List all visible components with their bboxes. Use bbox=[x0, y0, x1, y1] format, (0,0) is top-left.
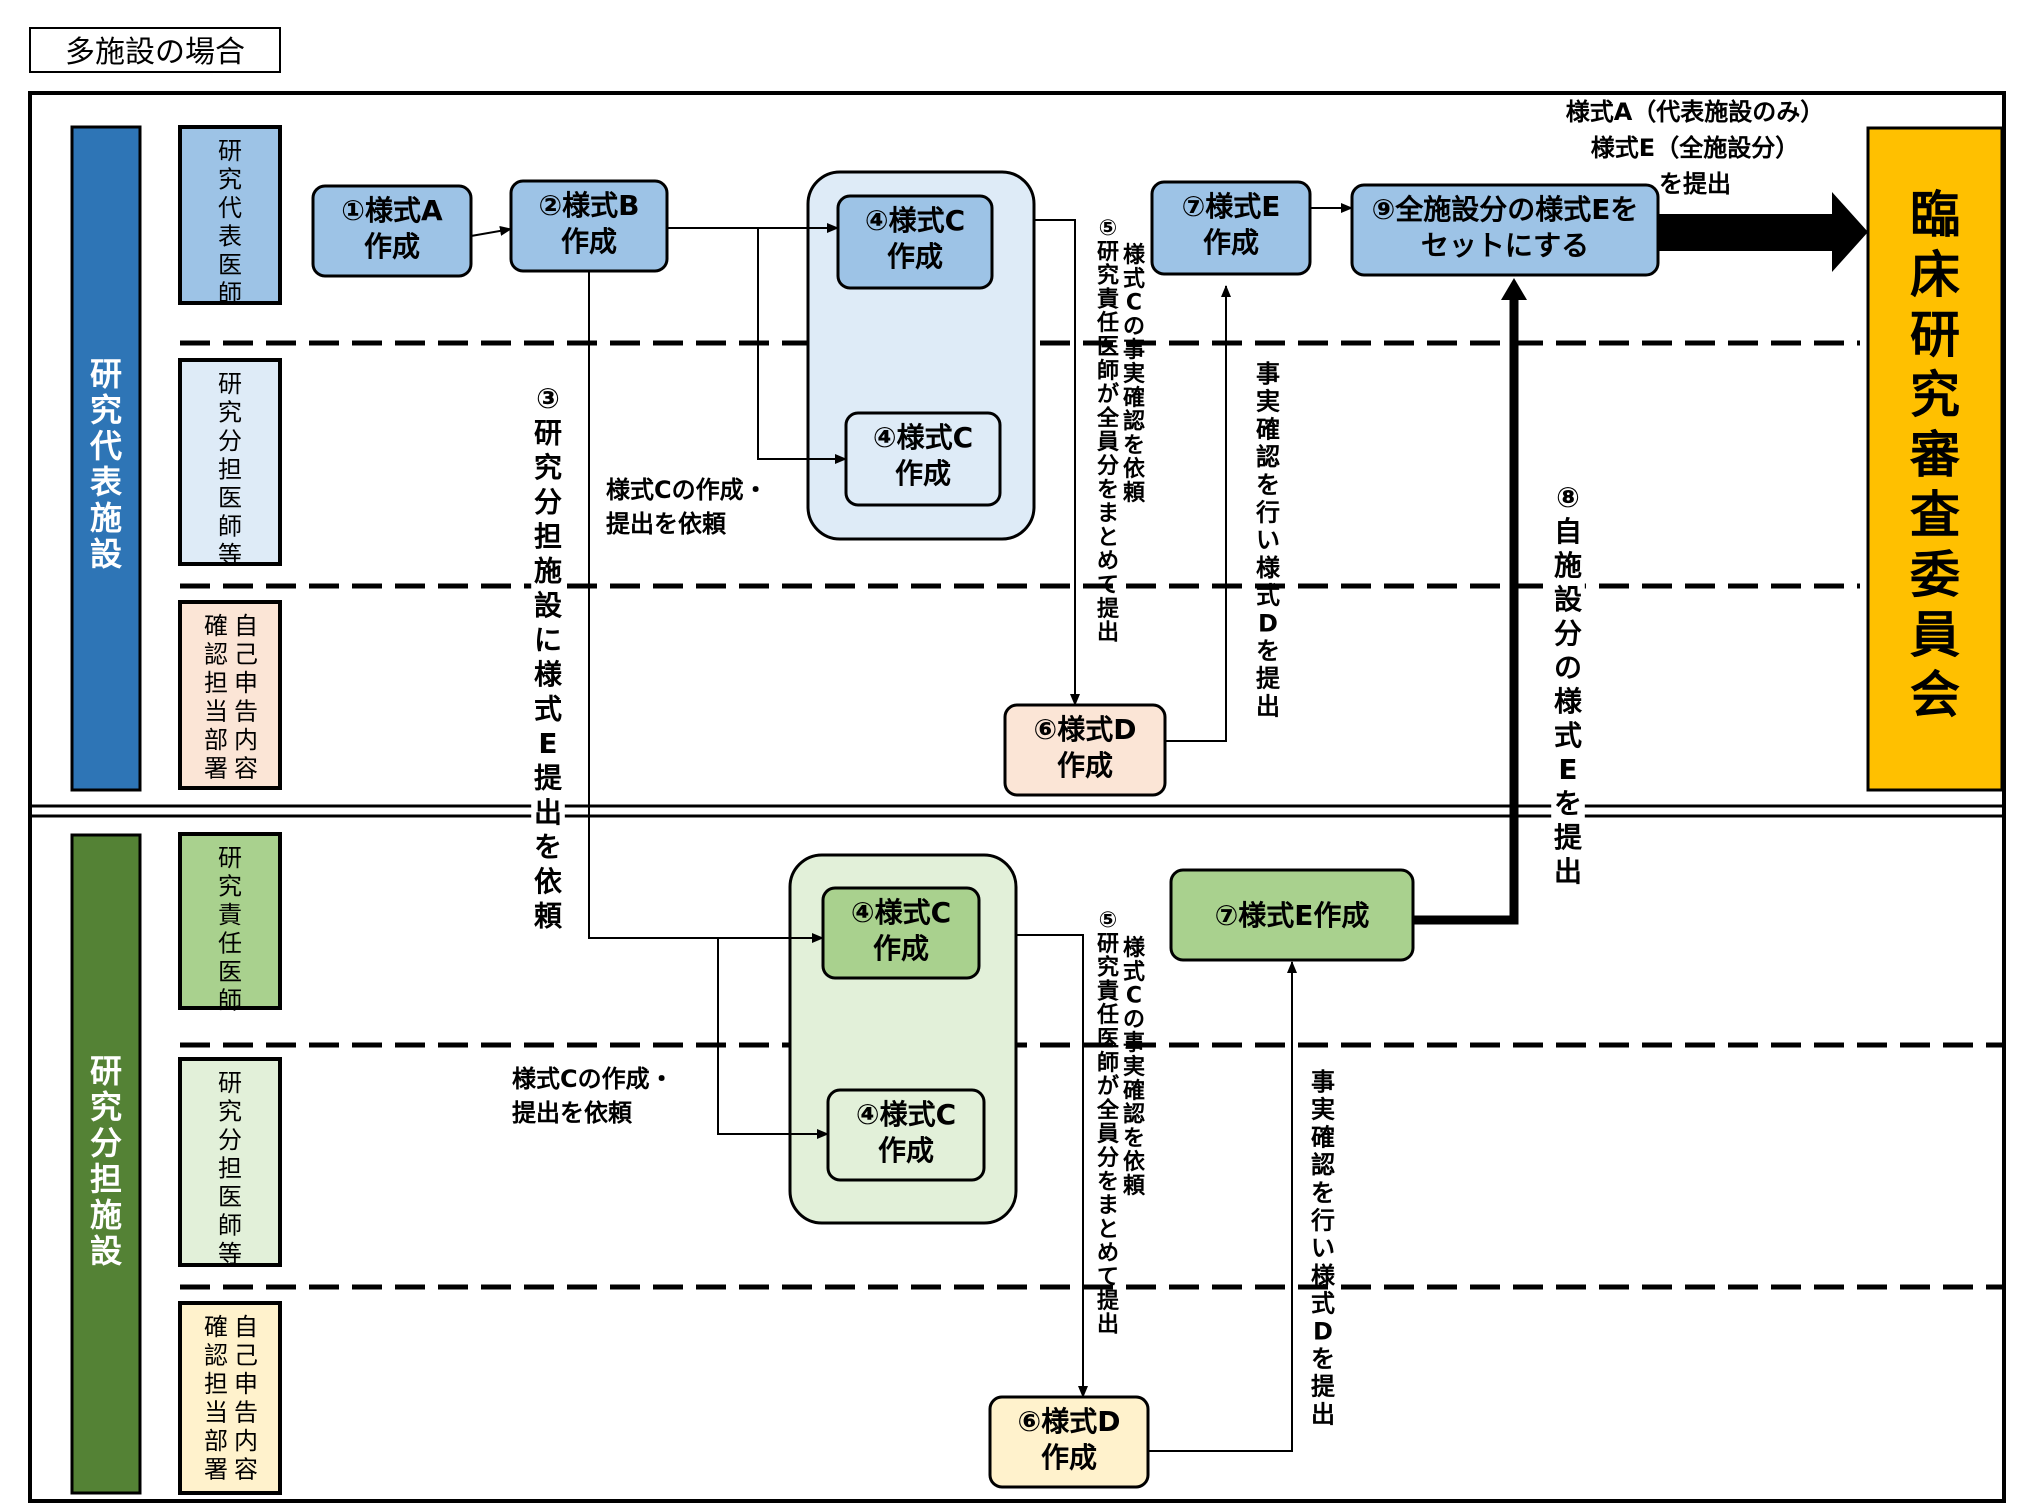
step-4-sub-form-c-b-label-line2: 作成 bbox=[878, 1134, 934, 1167]
submit-forms-note-line1: 様式A（代表施設のみ） bbox=[1566, 98, 1825, 126]
role-sub-sub-investigators bbox=[178, 1057, 282, 1267]
step-9-set-forms-e-label-line1: ⑨全施設分の様式Eを bbox=[1372, 193, 1639, 226]
step-4-lead-form-c-a-label-line1: ④様式C bbox=[865, 204, 965, 237]
committee-label-text: 臨床研究審査委員会 bbox=[1909, 186, 1961, 724]
annotations: 様式A（代表施設のみ）様式E（全施設分）を提出様式Cの作成・提出を依頼様式Cの作… bbox=[512, 98, 1824, 1428]
step-4-lead-form-c-a-label-line2: 作成 bbox=[887, 240, 943, 273]
role-sub-coi-office-text-col2: 確認担当部署 bbox=[204, 1313, 228, 1484]
role-lead-sub-investigators-text: 研究分担医師等 bbox=[218, 370, 242, 569]
sub-facility-label-text: 研究分担施設 bbox=[90, 1052, 122, 1270]
role-lead-coi-office-text-col2: 確認担当部署 bbox=[204, 612, 228, 783]
step-9-set-forms-e-label-line2: セットにする bbox=[1421, 229, 1589, 262]
step-4-sub-form-c-a-label-line2: 作成 bbox=[873, 932, 929, 965]
role-sub-coi-office-text-col1: 自己申告内容 bbox=[234, 1313, 258, 1484]
role-lead-coi-office-text-col1: 自己申告内容 bbox=[234, 612, 258, 783]
sub-facility-bar bbox=[70, 833, 142, 1495]
submit-forms-note-line2: 様式E（全施設分） bbox=[1591, 134, 1799, 162]
step-7-sub-form-e-label: ⑦様式E作成 bbox=[1215, 899, 1370, 932]
submit-arrow bbox=[1658, 192, 1868, 272]
step-2-form-b-label-line1: ②様式B bbox=[538, 189, 639, 222]
step-2-form-b-label-line2: 作成 bbox=[561, 225, 617, 258]
role-sub-coi-office bbox=[178, 1301, 282, 1495]
page-title-text: 多施設の場合 bbox=[65, 35, 245, 70]
role-boxes: 研究代表医師研究分担医師等自己申告内容確認担当部署研究責任医師研究分担医師等自己… bbox=[178, 125, 282, 1495]
step-7-lead-form-e-label-line1: ⑦様式E bbox=[1182, 190, 1281, 223]
step-7-lead-form-e-label-line2: 作成 bbox=[1203, 226, 1259, 259]
role-lead-coi-office bbox=[178, 600, 282, 790]
request-form-c-sub-line2: 提出を依頼 bbox=[512, 1099, 633, 1127]
request-form-c-sub-line1: 様式Cの作成・ bbox=[512, 1065, 674, 1093]
committee-box bbox=[1866, 126, 2004, 792]
step-6-lead-form-d-label-line1: ⑥様式D bbox=[1034, 713, 1137, 746]
page-title: 多施設の場合 bbox=[29, 27, 281, 73]
step8-note-bg bbox=[1551, 479, 1585, 890]
step-4-sub-form-c-b-label-line1: ④様式C bbox=[856, 1098, 956, 1131]
step-6-sub-form-d-label-line2: 作成 bbox=[1041, 1441, 1097, 1474]
step3-request-note-bg bbox=[531, 380, 565, 934]
step-4-sub-form-c-a-label-line1: ④様式C bbox=[851, 896, 951, 929]
outer-frame bbox=[28, 91, 2006, 1503]
step-boxes: ①様式A作成②様式B作成④様式C作成④様式C作成⑥様式D作成⑦様式E作成⑨全施設… bbox=[311, 179, 1660, 1489]
step-6-sub-form-d-label-line1: ⑥様式D bbox=[1018, 1405, 1121, 1438]
role-lead-investigator bbox=[178, 125, 282, 305]
step-1-form-a-label-line1: ①様式A bbox=[341, 194, 443, 227]
submit-forms-note-line3: を提出 bbox=[1659, 170, 1731, 198]
role-lead-investigator-text: 研究代表医師 bbox=[218, 137, 242, 308]
lane-separators bbox=[180, 340, 2004, 1290]
step-6-lead-form-d-label-line2: 作成 bbox=[1057, 749, 1113, 782]
step-7-sub-form-e: ⑦様式E作成 bbox=[1169, 868, 1415, 962]
step8-arrow-head bbox=[1501, 278, 1527, 300]
request-form-c-lead-line1: 様式Cの作成・ bbox=[606, 476, 768, 504]
step8-arrow bbox=[1413, 298, 1519, 925]
step-1-form-a-label-line2: 作成 bbox=[364, 230, 420, 263]
lead-facility-bar bbox=[70, 125, 142, 792]
connectors bbox=[470, 203, 1353, 1452]
step-7-lead-form-e: ⑦様式E作成 bbox=[1150, 180, 1312, 276]
lead-facility-label-text: 研究代表施設 bbox=[89, 355, 122, 573]
request-form-c-lead-line2: 提出を依頼 bbox=[606, 510, 727, 538]
role-sub-sub-investigators-text: 研究分担医師等 bbox=[218, 1069, 242, 1268]
step-4-lead-form-c-b-label-line2: 作成 bbox=[895, 457, 951, 490]
role-sub-responsible-investigator-text: 研究責任医師 bbox=[218, 844, 242, 1015]
step-4-lead-form-c-b-label-line1: ④様式C bbox=[873, 421, 973, 454]
role-sub-responsible-investigator bbox=[178, 832, 282, 1010]
role-lead-sub-investigators bbox=[178, 358, 282, 566]
